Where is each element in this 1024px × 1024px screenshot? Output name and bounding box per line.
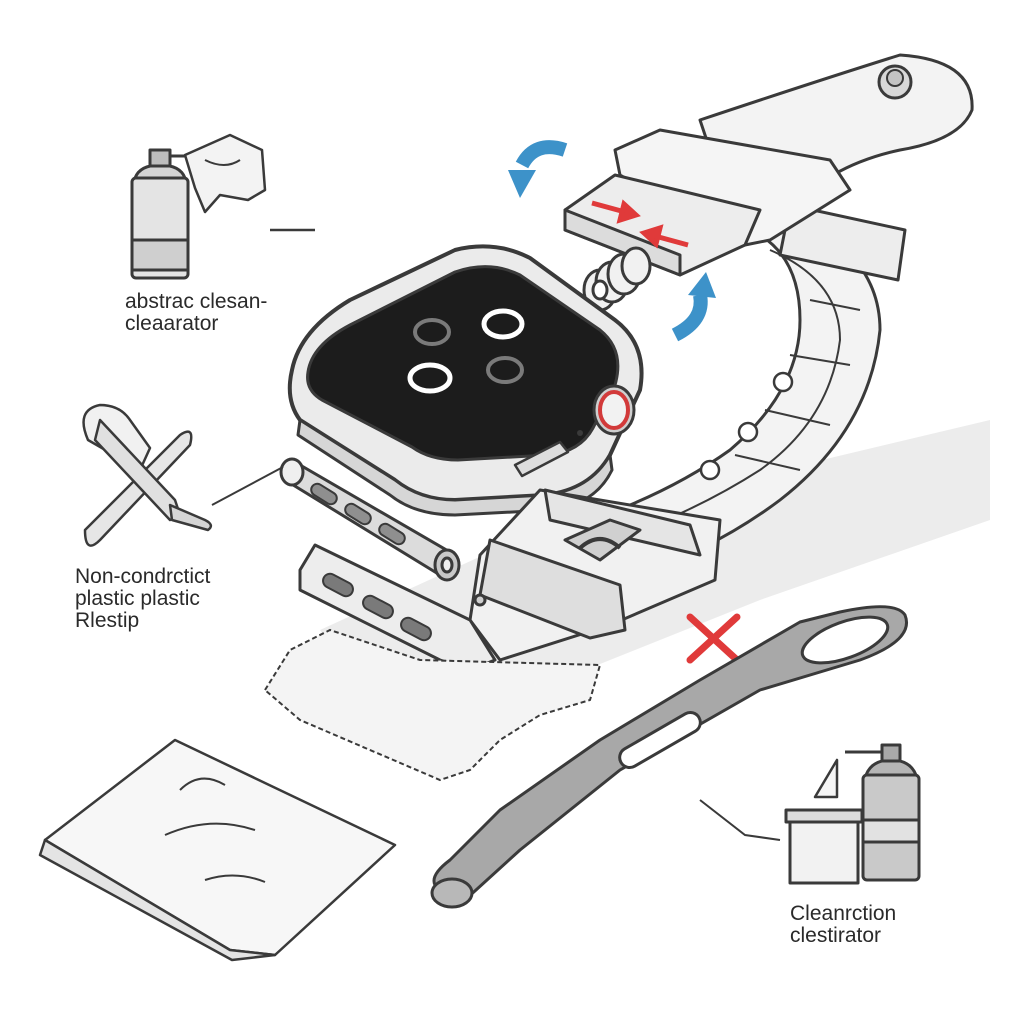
folded-cloth [38,738,397,962]
watch-body [287,244,644,517]
cross-icon [686,613,741,664]
pry-tool [430,605,908,909]
pry-tool-hole [800,615,890,665]
label-cleaner-top: abstrac clesan- cleaarator [125,291,267,335]
label-cleaner-top-line1: abstrac clesan- [125,290,268,313]
sensor-rings [407,308,525,394]
label-cleaner-bottom-line2: clestirator [790,924,882,947]
band-keeper-top [778,203,907,282]
brush-icon [82,403,213,547]
spray-can-icon [130,148,190,280]
label-strip-line1: Non-condrctict [75,565,211,588]
label-strip-line2: plastic plastic [75,587,200,610]
rotate-arrow-icon [515,140,708,342]
rotate-arrowhead-icon [508,170,536,198]
plastic-strip [83,430,193,547]
buckle-loop [478,538,627,640]
label-cleaner-top-line2: cleaarator [125,312,219,335]
spring-bar-icon [582,246,652,312]
label-strip-line3: Rlestip [75,609,140,632]
spray-can-icon [845,743,921,882]
label-cleaner-bottom: Cleanrction clestirator [790,903,896,947]
side-button [513,440,570,478]
band-lower [468,488,722,662]
band-holes [699,371,794,481]
cloth-icon [183,133,267,214]
cleaning-cloth-middle [263,628,602,782]
rotate-arrowhead-icon [688,272,716,298]
buckle-tongue [578,537,622,550]
pry-tool-slot [618,711,702,769]
press-arrows-icon [591,199,689,249]
container-icon [784,758,864,885]
leader-line-bottom [699,799,781,841]
label-cleaner-bottom-line1: Cleanrction [790,902,897,925]
leader-line-left [211,466,284,506]
release-pin [279,457,461,582]
buckle-keeper [543,488,702,557]
label-strip: Non-condrctict plastic plastic Rlestip [75,566,210,632]
digital-crown-icon [592,384,636,436]
